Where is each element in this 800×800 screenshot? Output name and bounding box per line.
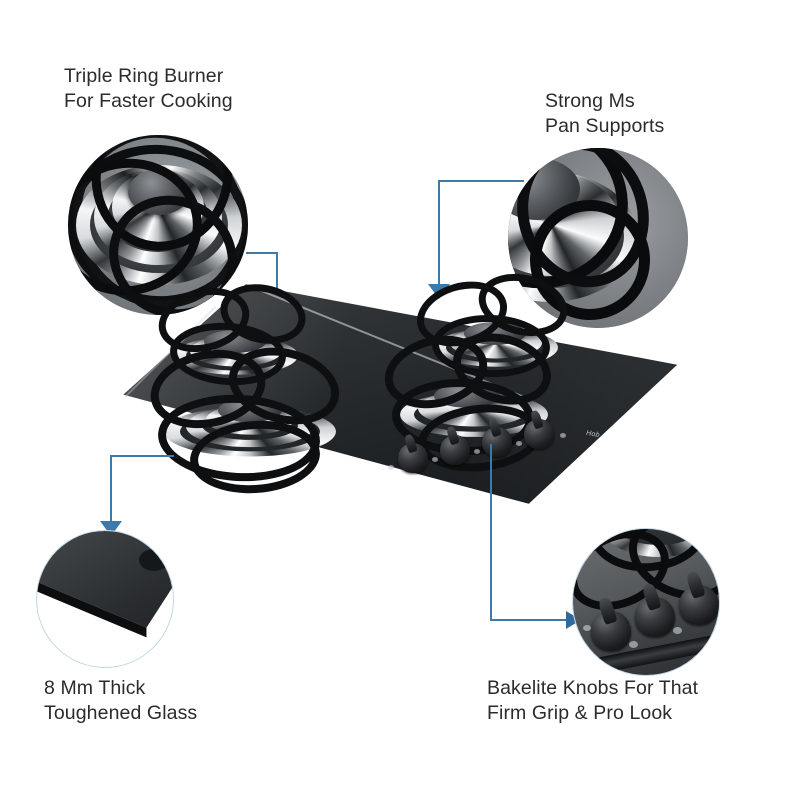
connector-line-bakelite-knobs (490, 619, 568, 621)
callout-label-triple-ring-burner: Triple Ring Burner For Faster Cooking (64, 65, 233, 112)
connector-line-pan-supports (438, 180, 524, 182)
flame-indicator-icon (673, 627, 682, 634)
connector-line-toughened-glass-vertical (110, 455, 112, 523)
callout-image-toughened-glass (36, 530, 174, 668)
knob-macro-3[interactable] (679, 570, 719, 625)
callout-label-bakelite-knobs: Bakelite Knobs For That Firm Grip & Pro … (487, 677, 699, 724)
flame-indicator-icon (560, 433, 566, 438)
control-knob-4[interactable] (524, 409, 554, 449)
flame-indicator-icon (629, 641, 638, 648)
burner-center-cap (128, 169, 190, 215)
knob-macro-2[interactable] (635, 582, 675, 637)
callout-image-bakelite-knobs (572, 528, 720, 676)
glass-slab-cutout (139, 549, 169, 571)
flame-indicator-icon (388, 465, 394, 470)
connector-line-bakelite-knobs-vertical (490, 444, 492, 620)
burner-center-cap (434, 383, 500, 408)
connector-line-toughened-glass (110, 455, 174, 457)
burner-rear-right (409, 265, 574, 407)
callout-image-pan-supports (508, 148, 688, 328)
connector-line-pan-supports-vertical (438, 180, 440, 286)
burner-rear-left (151, 276, 312, 415)
burner-center-cap (464, 322, 526, 345)
burner-macro-photo (68, 135, 248, 315)
control-knob-3[interactable] (482, 417, 512, 457)
control-knob-2[interactable] (440, 425, 470, 465)
product-image-gas-hob: Hob (120, 265, 680, 535)
burner-ring-gap (613, 529, 705, 545)
burner-front-right (377, 322, 562, 483)
glass-slab-photo (37, 531, 173, 667)
callout-label-pan-supports: Strong Ms Pan Supports (545, 90, 665, 137)
callout-label-toughened-glass: 8 Mm Thick Toughened Glass (44, 677, 198, 724)
connector-line-triple-ring-burner (246, 252, 278, 254)
glass-slab (37, 531, 173, 628)
flame-indicator-icon (432, 457, 438, 462)
flame-indicator-icon (583, 625, 591, 631)
knobs-macro-photo (573, 529, 719, 675)
burner-center-cap (508, 158, 580, 220)
burner-front-left (143, 336, 350, 505)
burner-center-cap (218, 398, 282, 423)
arrow-down-icon (428, 284, 450, 299)
flame-indicator-icon (474, 449, 480, 454)
control-knob-1[interactable] (398, 433, 428, 473)
flame-indicator-icon (516, 441, 522, 446)
knob-macro-1[interactable] (591, 596, 631, 651)
callout-image-triple-ring-burner (68, 135, 248, 315)
burner-center-cap (204, 330, 266, 353)
pan-support-macro-photo (508, 148, 688, 328)
